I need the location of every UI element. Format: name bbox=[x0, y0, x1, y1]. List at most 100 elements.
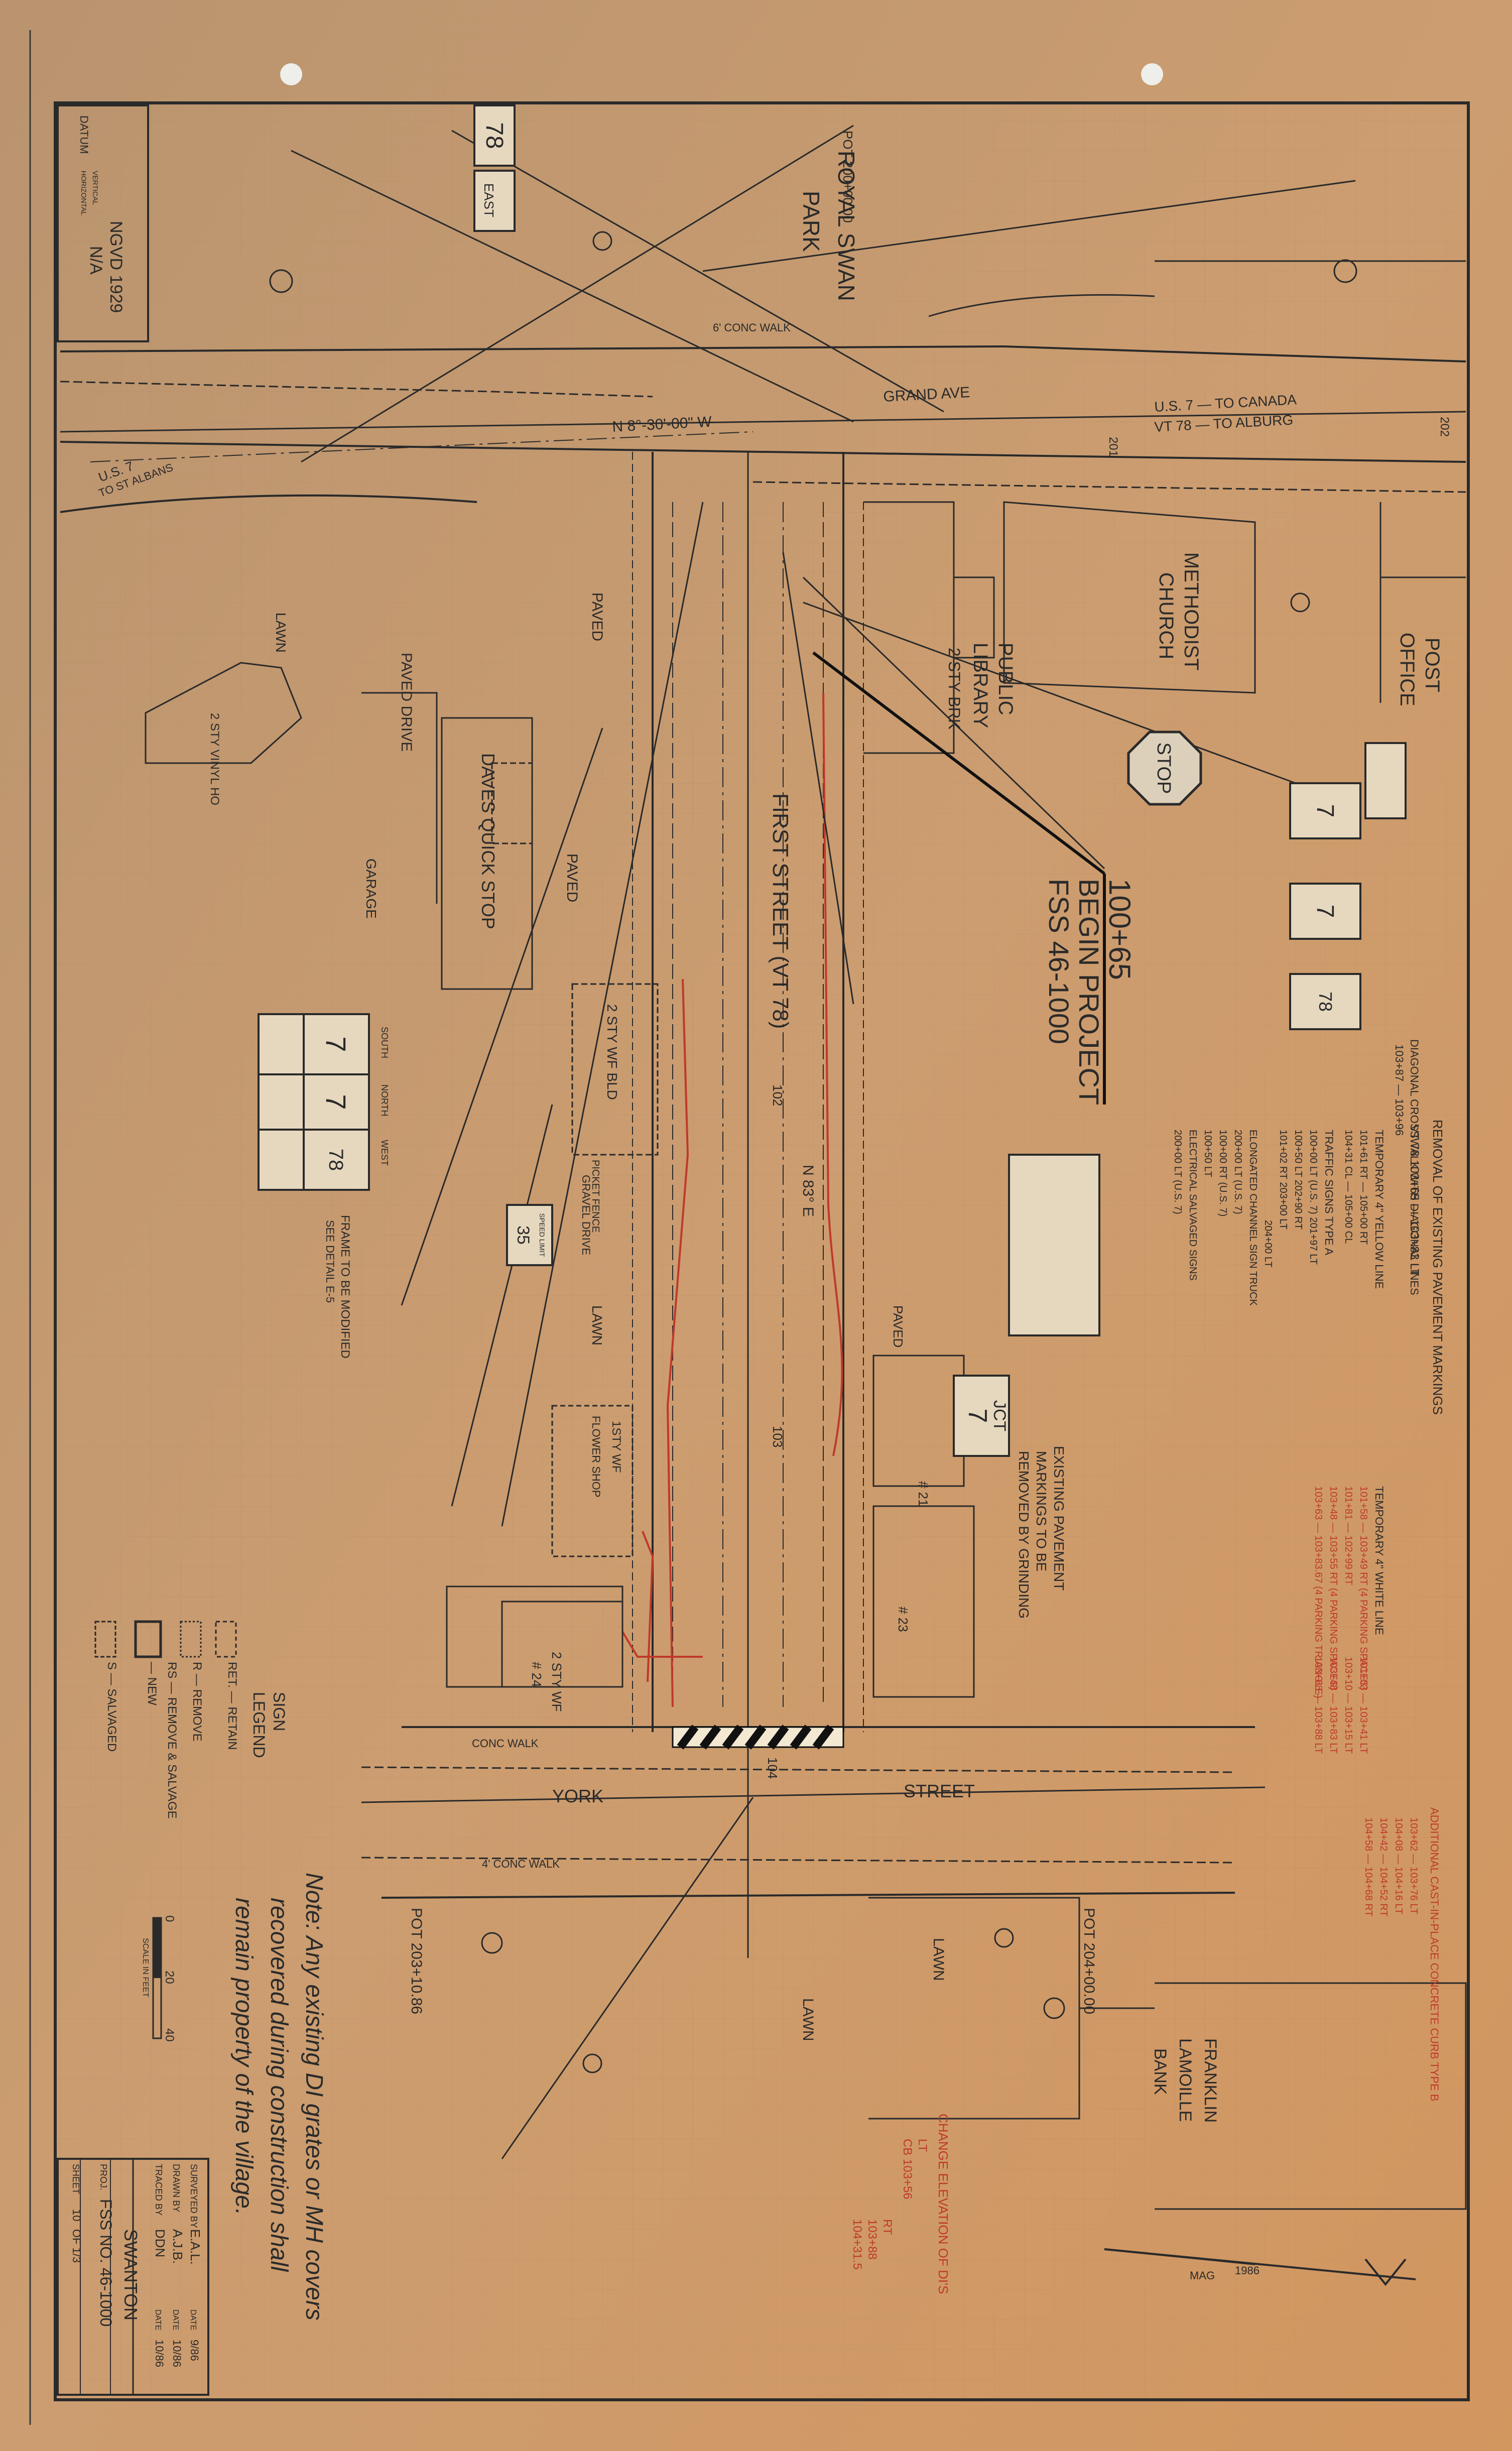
white-2: 101+81 — 102+99 RT bbox=[1343, 1486, 1354, 1585]
conc-walk-4: 4' CONC WALK bbox=[482, 1858, 560, 1870]
change-elev-lt: LT bbox=[916, 2139, 929, 2152]
sign-south: SOUTH bbox=[380, 1027, 390, 1058]
existing-marking-2: MARKINGS TO BE bbox=[1034, 1451, 1049, 1571]
tree-symbols bbox=[269, 231, 1357, 2073]
change-elevation-notes: CHANGE ELEVATION OF DI'S LT CB 103+56 RT… bbox=[850, 2114, 951, 2294]
temp-yellow: TEMPORARY 4" YELLOW LINE bbox=[1373, 1130, 1385, 1289]
sheet-border bbox=[54, 101, 1470, 2401]
title-block: SURVEYED BY E.A.L. DATE 9/86 DRAWN BY A.… bbox=[57, 2158, 209, 2396]
first-street bbox=[632, 452, 864, 1958]
surveyed-value: E.A.L. bbox=[188, 2229, 203, 2265]
temp-white-heading: TEMPORARY 4" WHITE LINE bbox=[1373, 1486, 1385, 1635]
legend-remove: R — REMOVE bbox=[190, 1662, 204, 1742]
house-23: # 23 bbox=[896, 1607, 911, 1632]
jct-7-sign: JCT 7 bbox=[953, 1375, 1010, 1457]
ts-4: 204+00 LT bbox=[1263, 1220, 1274, 1268]
station-104: 104 bbox=[765, 1757, 780, 1779]
bank-label: BANK bbox=[1151, 2048, 1170, 2095]
curb-3: 104+42 — 104+52 RT bbox=[1378, 1817, 1389, 1917]
speed-limit-value: 35 bbox=[514, 1226, 533, 1245]
scale-40: 40 bbox=[163, 2028, 176, 2042]
station-103: 103 bbox=[770, 1426, 785, 1447]
sheet-label: SHEET bbox=[71, 2164, 81, 2194]
jct-label: JCT bbox=[990, 1400, 1009, 1431]
first-street-label: FIRST STREET (VT 78) bbox=[768, 793, 793, 1029]
salvaged-signs: ELECTRICAL SALVAGED SIGNS bbox=[1187, 1130, 1198, 1281]
right-sign-cluster: 7 7 78 bbox=[1289, 742, 1407, 1030]
station-102: 102 bbox=[770, 1084, 785, 1106]
change-elev-heading: CHANGE ELEVATION OF DI'S bbox=[936, 2114, 951, 2294]
york-street-label: STREET bbox=[904, 1781, 975, 1801]
change-elev-rt: RT bbox=[880, 2219, 894, 2235]
sheet-of: OF 1/3 bbox=[70, 2229, 83, 2263]
speed-limit-sign: SPEED LIMIT 35 bbox=[506, 1204, 553, 1266]
gravel-drive-label: GRAVEL DRIVE bbox=[580, 1175, 592, 1255]
removal-line1: VT 78 103+65 — 103+83 LT bbox=[1408, 1125, 1421, 1276]
white-3: 103+48 — 103+55 RT (4 PARKING SPACES) bbox=[1328, 1486, 1339, 1690]
project-label: PROJ. bbox=[98, 2164, 108, 2190]
white-1: 101+58 — 103+49 RT (4 PARKING SPACES) bbox=[1358, 1486, 1369, 1690]
frame-note-2: SEE DETAIL E-5 bbox=[324, 1220, 336, 1303]
white-6: 103+10 — 103+15 LT bbox=[1343, 1657, 1354, 1754]
public-library-label: PUBLIC bbox=[994, 643, 1017, 715]
datum-horizontal-value: N/A bbox=[86, 246, 105, 275]
drawn-date-label: DATE bbox=[171, 2309, 180, 2330]
legend-retain: RET. — RETAIN bbox=[225, 1662, 239, 1750]
church-label: CHURCH bbox=[1155, 572, 1177, 659]
datum-vertical-value: NGVD 1929 bbox=[106, 221, 125, 313]
route-78-label: 78 bbox=[481, 122, 508, 149]
legend-remove-salvage: RS — REMOVE & SALVAGE bbox=[165, 1662, 179, 1819]
ts-5: 200+00 LT (U.S. 7) bbox=[1232, 1130, 1243, 1214]
lawn-3: LAWN bbox=[930, 1938, 947, 1981]
white-8: 103+68 — 103+88 LT bbox=[1313, 1657, 1324, 1754]
park-label: PARK bbox=[798, 191, 824, 252]
red-markings bbox=[621, 692, 843, 1707]
paved-2: PAVED bbox=[564, 853, 580, 902]
picket-fence-label: PICKET FENCE bbox=[590, 1160, 601, 1233]
legend-salvaged: S — SALVAGED bbox=[105, 1662, 118, 1752]
curb-1: 103+62 — 103+76 LT bbox=[1408, 1817, 1419, 1914]
pot-204: POT 204+00.00 bbox=[1081, 1908, 1097, 2014]
paved-1: PAVED bbox=[589, 592, 605, 641]
lawn-4: LAWN bbox=[800, 1998, 816, 2041]
house-21: # 21 bbox=[916, 1481, 931, 1507]
project-value: FSS NO. 46-1000 bbox=[97, 2199, 115, 2326]
grand-ave bbox=[60, 260, 1466, 513]
post-label: POST bbox=[1421, 638, 1443, 692]
east-label: EAST bbox=[481, 183, 496, 217]
sign-7-mid: 7 bbox=[320, 1094, 352, 1110]
datum-horizontal-label: HORIZONTAL bbox=[80, 171, 88, 215]
stop-sign-label: STOP bbox=[1153, 743, 1174, 794]
flower-shop-label-2: FLOWER SHOP bbox=[590, 1416, 602, 1498]
paper-grid bbox=[55, 100, 1466, 2400]
change-elev-rt-val: 103+88 bbox=[865, 2219, 879, 2260]
frame-note: FRAME TO BE MODIFIED bbox=[338, 1215, 352, 1359]
right-sign-7a: 7 bbox=[1312, 804, 1338, 818]
traced-date: 10/86 bbox=[153, 2340, 166, 2367]
conc-walk-top: 6' CONC WALK bbox=[713, 321, 791, 334]
garage-label: GARAGE bbox=[363, 859, 379, 919]
ts-1: 100+00 LT (U.S. 7) 201+97 LT bbox=[1308, 1130, 1319, 1265]
begin-station: 100+65 bbox=[1103, 879, 1137, 980]
punch-hole bbox=[1141, 63, 1163, 85]
mag-year: 1986 bbox=[1235, 2264, 1259, 2277]
sign-legend-title-2: LEGEND bbox=[250, 1692, 268, 1758]
drawn-label: DRAWN BY bbox=[171, 2164, 181, 2212]
east-78-sign: EAST 78 bbox=[473, 104, 516, 232]
ts-2: 100+50 LT 202+90 RT bbox=[1293, 1130, 1304, 1230]
datum-title: DATUM bbox=[78, 115, 90, 154]
general-note: Note: Any existing DI grates or MH cover… bbox=[230, 1873, 327, 2320]
ts-8: 200+00 LT (U.S. 7) bbox=[1172, 1130, 1183, 1214]
drawn-value: A.J.B. bbox=[170, 2229, 185, 2264]
surveyed-label: SURVEYED BY bbox=[189, 2164, 199, 2228]
note-line1: Note: Any existing DI grates or MH cover… bbox=[301, 1873, 327, 2320]
curb-2: 104+08 — 104+16 LT bbox=[1393, 1817, 1404, 1914]
lamoille-label: LAMOILLE bbox=[1176, 2038, 1195, 2122]
grand-ave-centerline bbox=[60, 411, 1466, 433]
right-sign-7b: 7 bbox=[1312, 905, 1338, 918]
north-arrow bbox=[1104, 2248, 1416, 2286]
legend-new: — NEW bbox=[145, 1662, 159, 1705]
elongated: ELONGATED CHANNEL SIGN TRUCK bbox=[1247, 1130, 1258, 1306]
grand-ave-sewer bbox=[90, 431, 753, 462]
office-label: OFFICE bbox=[1396, 633, 1418, 706]
